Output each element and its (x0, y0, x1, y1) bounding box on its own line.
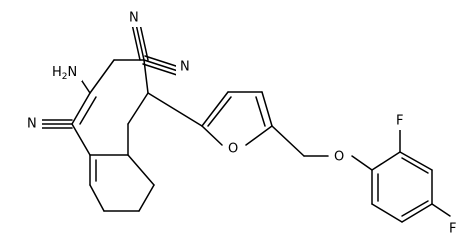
fluorine-lower-label: F (449, 222, 456, 237)
bond (71, 92, 91, 125)
bond (144, 55, 180, 68)
atom-label-layer: H2N N N N O O F F (24, 9, 462, 238)
bond (138, 184, 155, 212)
bond (142, 63, 178, 76)
bond (71, 123, 91, 156)
bond (79, 96, 97, 125)
amino-group-label: H2N (52, 65, 77, 82)
bond (261, 91, 273, 127)
bond (431, 203, 451, 217)
bond (271, 125, 305, 157)
fluorine-upper-label: F (396, 114, 403, 129)
nitrile-nitrogen-right-label: N (180, 60, 190, 75)
bond (89, 59, 115, 94)
bond (201, 125, 223, 146)
bond (127, 154, 155, 186)
bond (143, 59, 149, 94)
nitrile-nitrogen-left-label: N (27, 117, 37, 132)
ether-oxygen-label: O (334, 150, 344, 165)
bond (201, 91, 229, 127)
bond (127, 92, 149, 125)
furan-oxygen-label: O (228, 142, 238, 157)
bond (147, 92, 203, 127)
bond (401, 203, 433, 223)
bond (401, 157, 429, 174)
bond (131, 23, 141, 61)
bond (89, 184, 105, 212)
bond (401, 200, 429, 217)
bond (371, 203, 403, 223)
bond (135, 23, 145, 61)
bond (255, 96, 266, 127)
bond (399, 151, 433, 171)
bond (245, 125, 273, 146)
bond (143, 59, 179, 72)
nitrile-nitrogen-top-label: N (129, 11, 139, 26)
bond (371, 151, 401, 171)
bond (351, 155, 373, 171)
bond (139, 23, 149, 61)
bond (207, 96, 232, 127)
bond-layer (37, 23, 451, 223)
